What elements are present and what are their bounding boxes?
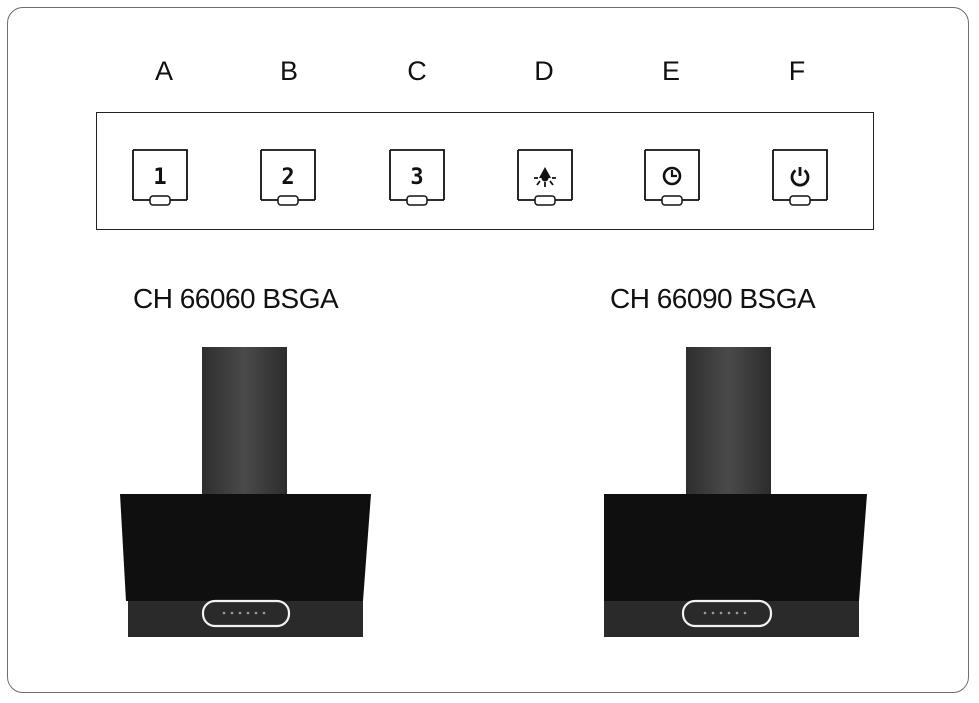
label-b: B [279, 56, 298, 86]
speed-3-button[interactable]: 3 [387, 148, 447, 212]
model-name-left: CH 66060 BSGA [133, 283, 339, 314]
cooker-hood-left [120, 347, 371, 637]
power-button[interactable] [770, 148, 830, 212]
glass-panel [604, 494, 867, 601]
hood-body [128, 601, 363, 637]
label-a: A [154, 56, 173, 86]
timer-button[interactable] [642, 148, 702, 212]
speed-1-icon: 1 [153, 165, 166, 190]
label-f: F [788, 56, 806, 86]
power-icon [790, 167, 810, 187]
label-c: C [407, 56, 427, 86]
light-button[interactable] [515, 148, 575, 212]
label-d: D [534, 56, 554, 86]
speed-2-icon: 2 [281, 165, 294, 190]
touch-control-strip [201, 599, 291, 628]
timer-clock-icon [662, 166, 682, 186]
speed-3-icon: 3 [410, 165, 423, 190]
diagram-frame [7, 7, 969, 693]
hood-body [604, 601, 859, 637]
chimney [686, 347, 771, 497]
speed-2-button[interactable]: 2 [258, 148, 318, 212]
cooker-hood-right [604, 347, 867, 637]
speed-1-button[interactable]: 1 [130, 148, 190, 212]
chimney [202, 347, 287, 497]
label-e: E [661, 56, 680, 86]
touch-control-strip [681, 599, 773, 628]
glass-panel [120, 494, 371, 601]
model-name-right: CH 66090 BSGA [610, 283, 816, 314]
control-panel [96, 112, 874, 230]
light-icon [534, 167, 556, 187]
